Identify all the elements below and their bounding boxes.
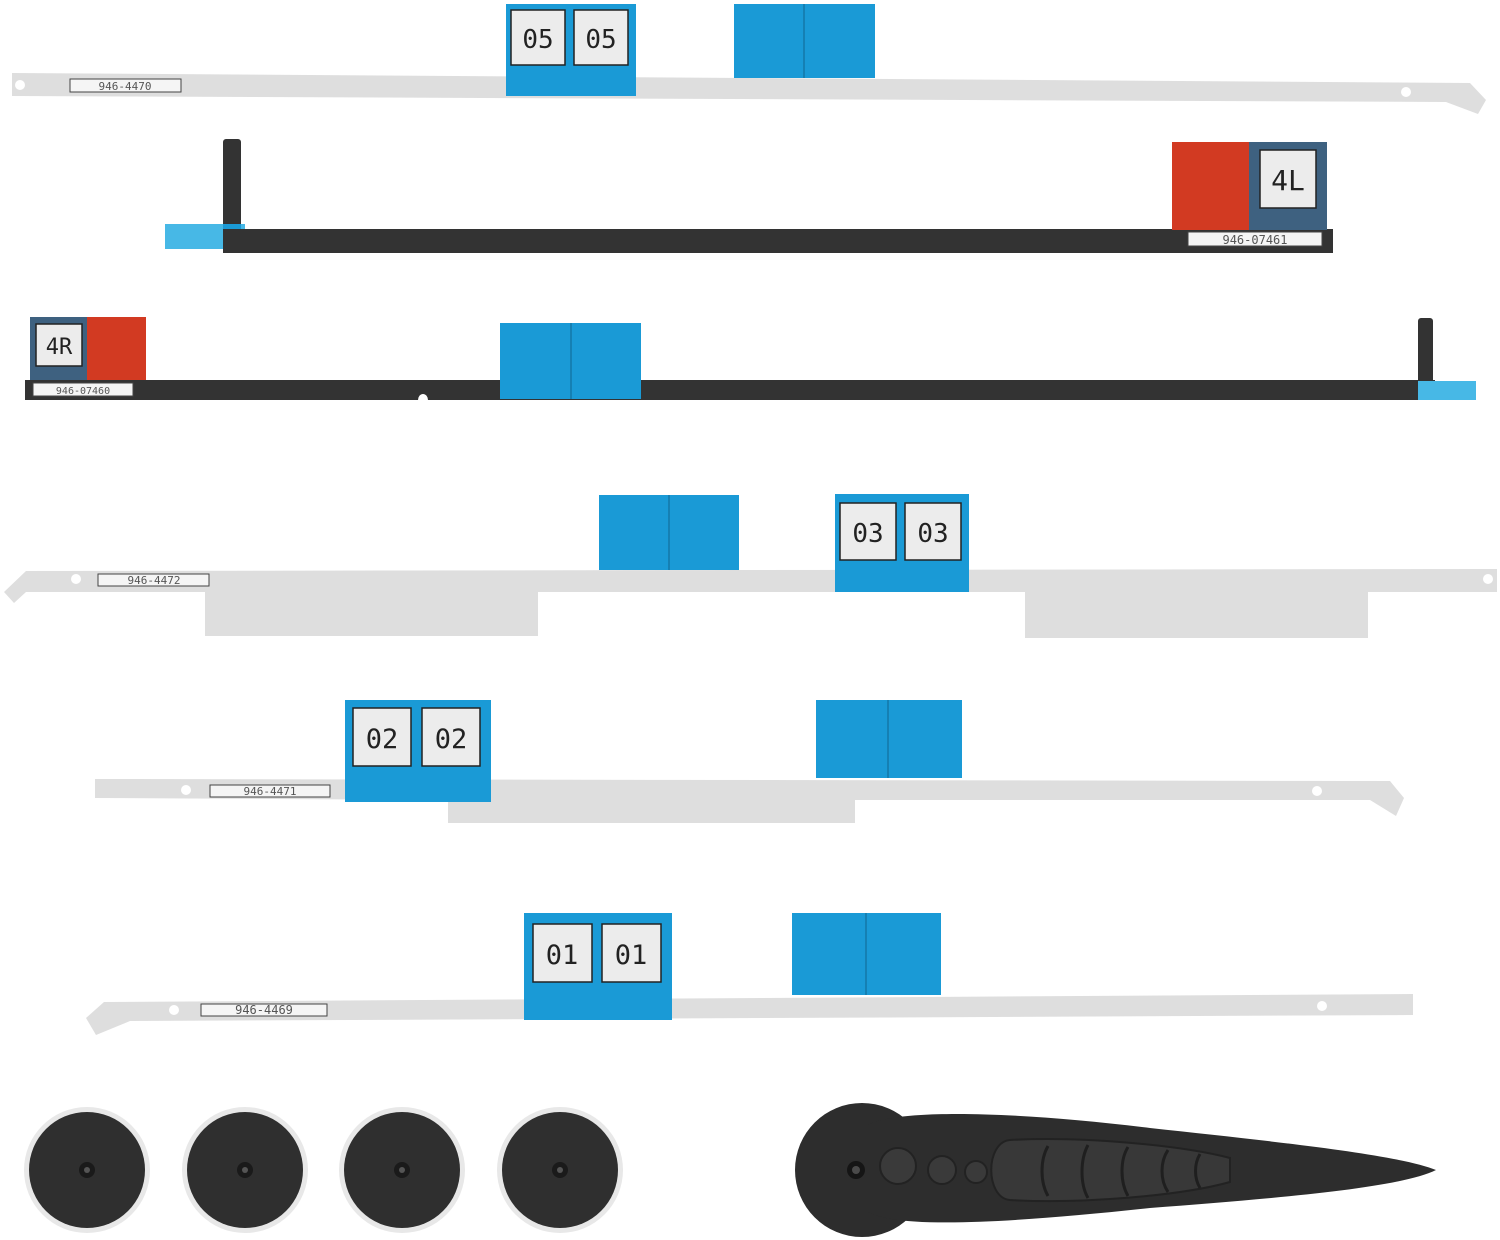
black-strip-riser <box>1418 318 1433 400</box>
tab-number: 02 <box>435 724 468 755</box>
suction-cup-icon <box>497 1107 623 1233</box>
part-number-label: 946-07460 <box>56 386 110 397</box>
tab-number: 01 <box>546 940 579 971</box>
adhesive-strip-03: 946-4472 03 03 <box>4 494 1497 638</box>
part-label-box <box>69 78 182 93</box>
tab-number-box <box>510 9 566 66</box>
part-label-box <box>209 784 331 798</box>
tab-number: 05 <box>585 25 616 55</box>
suction-cup-set <box>24 1107 623 1233</box>
strip-body <box>12 73 1486 114</box>
part-number-label: 946-4472 <box>128 574 181 587</box>
tab-number: 02 <box>366 724 399 755</box>
tab-number: 03 <box>917 519 948 549</box>
adhesive-strip-4l: 4L 946-07461 <box>165 139 1333 253</box>
strip-hole <box>71 574 81 584</box>
adhesive-strip-01: 946-4469 01 01 <box>86 913 1413 1035</box>
tab-number-box <box>352 707 412 767</box>
tab-number-box <box>35 323 83 367</box>
black-strip-body <box>223 229 1333 253</box>
adhesive-strip-4r: 4R 946-07460 <box>25 317 1476 400</box>
red-pull-tab <box>87 317 146 380</box>
suction-cup-icon <box>24 1107 150 1233</box>
strip-hole <box>1483 574 1493 584</box>
strip-notch <box>418 394 428 400</box>
strip-hole <box>15 80 25 90</box>
strip-hole <box>1317 1001 1327 1011</box>
part-label-box <box>32 382 134 397</box>
adhesive-strip-05: 946-4470 05 05 <box>12 4 1486 114</box>
part-label-box <box>1187 231 1323 247</box>
opening-tool-icon <box>795 1103 1436 1237</box>
part-number-label: 946-4471 <box>244 785 297 798</box>
part-label-box <box>200 1003 328 1017</box>
strip-body <box>86 994 1413 1035</box>
strip-body <box>4 569 1497 638</box>
tab-number-box <box>601 923 662 983</box>
strip-hole <box>181 785 191 795</box>
tab-number: 4L <box>1271 164 1305 197</box>
red-pull-tab <box>1172 142 1250 230</box>
part-number-label: 946-4470 <box>99 80 152 93</box>
tab-number: 01 <box>615 940 648 971</box>
part-number-label: 946-4469 <box>235 1003 293 1017</box>
suction-cup-icon <box>182 1107 308 1233</box>
tab-number-box <box>532 923 593 983</box>
tab-number-box <box>839 502 897 561</box>
tab-number-box <box>421 707 481 767</box>
black-strip-body <box>25 380 1435 400</box>
adhesive-strip-02: 946-4471 02 02 <box>95 700 1404 823</box>
strip-hole <box>1312 786 1322 796</box>
tab-number: 4R <box>46 335 73 360</box>
part-label-box <box>97 573 210 587</box>
part-number-label: 946-07461 <box>1222 233 1287 247</box>
tab-number-box <box>904 502 962 561</box>
strip-hole <box>169 1005 179 1015</box>
tab-number-box <box>1259 149 1317 209</box>
tab-number: 03 <box>852 519 883 549</box>
blue-end-tab <box>1418 381 1476 400</box>
tab-number-box <box>573 9 629 66</box>
suction-cup-icon <box>339 1107 465 1233</box>
strip-hole <box>1401 87 1411 97</box>
tab-number: 05 <box>522 25 553 55</box>
